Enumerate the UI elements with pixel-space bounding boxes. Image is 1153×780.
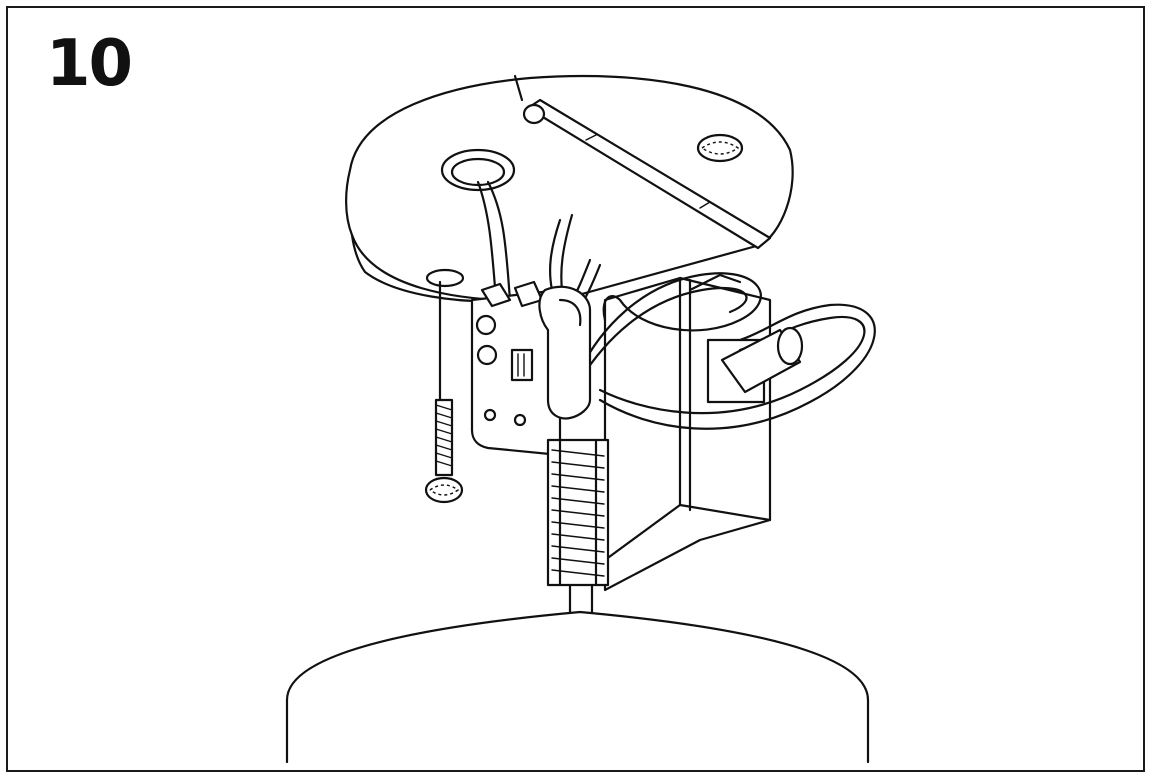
- ceiling-plate-icon: [345, 74, 794, 303]
- mounting-bracket-icon: [470, 280, 562, 457]
- lamp-shade-icon: [285, 610, 870, 764]
- cable-loop-icon: [578, 272, 876, 430]
- step-number: 10: [46, 27, 133, 101]
- threaded-rod-icon: [546, 438, 610, 614]
- screw-icon: [424, 280, 464, 504]
- hinge-rod-icon: [522, 98, 772, 250]
- suspension-hook-icon: [538, 213, 602, 420]
